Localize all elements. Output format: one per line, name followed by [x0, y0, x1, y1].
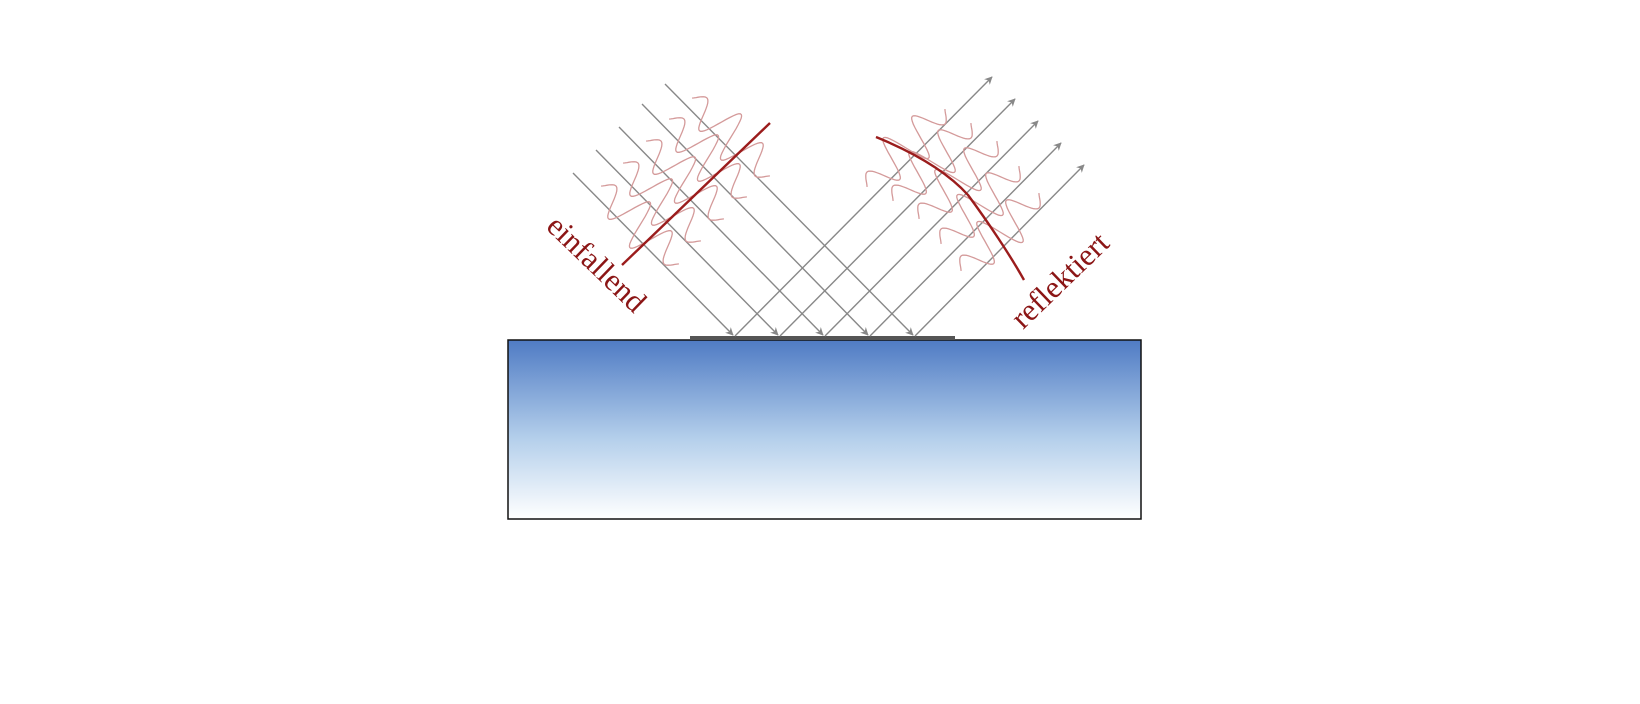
reflected-wavefront: [875, 135, 1026, 281]
wave-packet: [601, 184, 679, 266]
reflected-wave-packets: [865, 109, 1041, 271]
incident-rays: [572, 83, 914, 336]
reflected-ray: [824, 120, 1039, 337]
wave-packet: [891, 123, 973, 201]
incident-ray: [641, 103, 869, 336]
incident-ray: [572, 172, 734, 336]
wave-packet: [865, 109, 947, 187]
incident-label: einfallend: [540, 208, 654, 320]
reflected-label: reflektiert: [1004, 225, 1116, 335]
incident-ray: [618, 126, 824, 336]
wave-packet: [917, 141, 999, 219]
reflected-rays: [734, 76, 1085, 337]
incident-wave-packets: [601, 96, 770, 266]
wave-packet: [623, 161, 701, 243]
incident-wavefront: [621, 122, 771, 266]
wave-packet: [646, 139, 724, 221]
incident-ray: [595, 149, 779, 336]
reflected-ray: [734, 76, 993, 337]
incident-ray: [664, 83, 914, 336]
wave-packet: [939, 166, 1021, 244]
wave-packet: [959, 193, 1041, 271]
reflected-ray: [869, 142, 1062, 337]
wave-packet: [692, 96, 770, 178]
medium-block: [507, 339, 1142, 520]
wave-packet: [669, 117, 747, 199]
reflected-ray: [779, 98, 1016, 337]
reflected-ray: [914, 164, 1085, 337]
